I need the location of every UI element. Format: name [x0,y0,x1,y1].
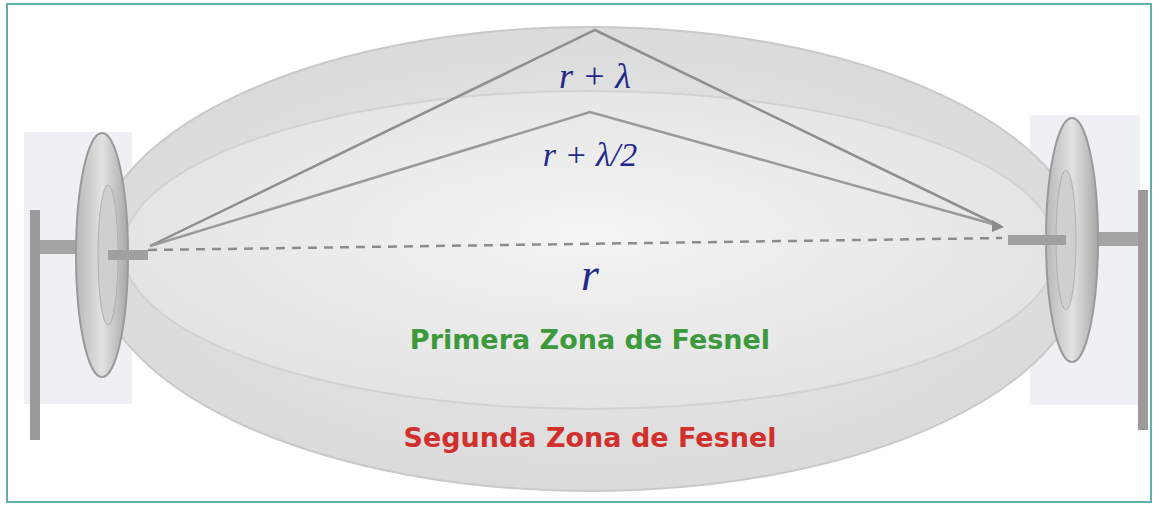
antenna-backdrop [1030,115,1140,405]
feed-horn [108,250,148,260]
zone-label: Primera Zona de Fesnel [410,324,770,355]
path-length-label: r + λ/2 [543,138,637,172]
mast [1138,190,1148,430]
reflected-path [150,30,1000,246]
left-antenna [30,133,148,440]
feed-horn [1008,235,1066,245]
label-holder: r + λ [395,58,795,94]
zone-ellipse [93,27,1087,491]
label-holder: r [390,252,790,298]
reflected-path [150,112,1000,246]
zone-label: Segunda Zona de Fesnel [403,422,776,453]
frame [7,4,1151,502]
path-end [992,220,1004,232]
zone-ellipse [123,91,1057,409]
path-length-label: r [581,252,599,298]
label-holder: r + λ/2 [390,138,790,172]
path-length-label: r + λ [559,58,631,94]
text-holder: Primera Zona de Fesnel [122,324,1058,355]
text-holder: Segunda Zona de Fesnel [92,422,1088,453]
direct-path [148,238,1002,250]
right-antenna [1008,118,1148,430]
mount [1098,232,1138,246]
mount [40,240,80,254]
mast [30,210,40,440]
antenna-backdrop [24,132,132,404]
